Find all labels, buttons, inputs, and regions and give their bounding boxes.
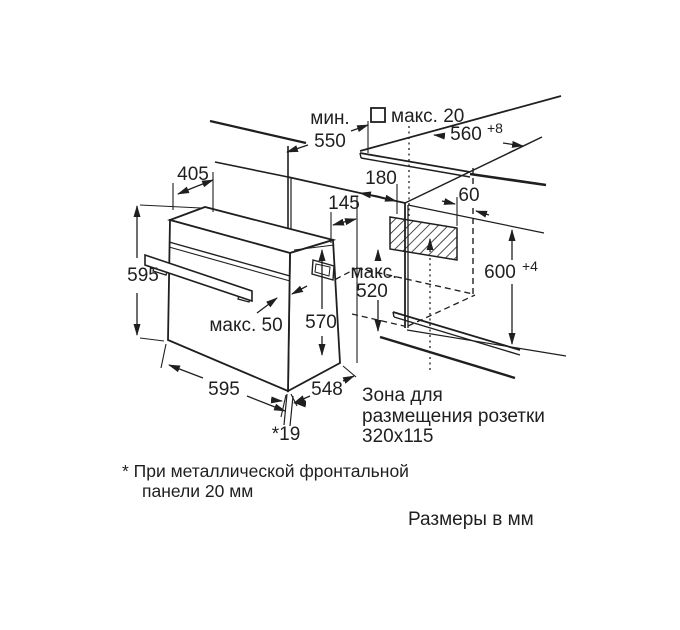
dim-145: 145 xyxy=(328,193,360,243)
dim-570: 570 xyxy=(293,244,337,356)
niche-top-extension xyxy=(407,204,545,234)
dim-405-label: 405 xyxy=(177,164,209,185)
counter-cut-edge xyxy=(359,95,562,152)
dim-405: 405 xyxy=(172,164,214,212)
shelf-front-edge-top xyxy=(392,311,521,351)
dim-60: 60 xyxy=(441,185,490,218)
oven-handle xyxy=(144,253,253,303)
dim-548: 548 xyxy=(290,365,357,407)
footnote-line-1: * При металлической фронтальной xyxy=(122,461,409,481)
units-note: Размеры в мм xyxy=(408,509,534,530)
socket-zone-text-2: размещения розетки xyxy=(362,406,545,427)
socket-zone xyxy=(389,126,458,372)
counter-front-edge-right xyxy=(469,172,547,187)
dim-max520: макс. 520 xyxy=(351,249,398,332)
dim-180: 180 xyxy=(359,168,397,202)
oven xyxy=(144,206,341,393)
dim-max520-prefix: макс. xyxy=(351,262,398,283)
dim-600-tolerance: +4 xyxy=(522,258,538,274)
dimensions: 405 595 595 548 xyxy=(127,106,538,445)
dim-max20-label: макс. 20 xyxy=(391,106,464,127)
shelf-front-edge-bottom xyxy=(393,316,521,356)
annotations: Зона для размещения розетки 320x115 * Пр… xyxy=(122,385,545,530)
dim-600: 600 +4 xyxy=(484,229,538,345)
countertop-and-cabinet xyxy=(209,95,567,380)
counter-strip-cap xyxy=(359,152,362,159)
dim-600-value: 600 xyxy=(484,262,516,283)
dim-min550-value: 550 xyxy=(314,131,346,152)
dim-560: 560 +8 xyxy=(433,120,524,148)
dim-60-label: 60 xyxy=(458,185,479,206)
dim-595h-label: 595 xyxy=(127,265,159,286)
dim-145-label: 145 xyxy=(328,193,360,214)
socket-zone-text-1: Зона для xyxy=(362,385,443,406)
oven-front-face xyxy=(167,218,291,393)
dim-548-label: 548 xyxy=(311,379,343,400)
counter-strip-top xyxy=(359,152,471,173)
counter-strip-bottom xyxy=(360,157,471,178)
dim-560-tolerance: +8 xyxy=(487,120,503,136)
socket-zone-hatch xyxy=(389,216,458,261)
shelf-edge-cap xyxy=(392,311,395,318)
counter-front-edge-left xyxy=(214,161,289,178)
square-symbol xyxy=(370,107,386,123)
dim-570-label: 570 xyxy=(305,312,337,333)
dim-180-label: 180 xyxy=(365,168,397,189)
dim-min550-prefix: мин. xyxy=(310,108,349,129)
dim-595w-label: 595 xyxy=(208,379,240,400)
dim-min550: мин. 550 xyxy=(286,108,369,153)
wall-top-edge xyxy=(209,119,307,145)
dim-max50-label: макс. 50 xyxy=(209,315,282,336)
dim-19-label: *19 xyxy=(272,424,301,445)
cabinet-bottom-front-edge xyxy=(379,335,516,380)
dim-max20: макс. 20 xyxy=(370,106,464,127)
dim-595-height: 595 xyxy=(127,204,202,342)
socket-zone-text-3: 320x115 xyxy=(362,426,434,447)
dim-max520-value: 520 xyxy=(356,281,388,302)
dim-560-value: 560 xyxy=(450,124,482,145)
cabinet-bottom-back-edge xyxy=(406,329,567,357)
dim-595-width: 595 xyxy=(160,343,287,418)
control-panel-line xyxy=(168,241,291,277)
dim-max50: макс. 50 xyxy=(209,285,308,336)
door-top-line xyxy=(168,246,291,282)
footnote-line-2: панели 20 мм xyxy=(142,481,253,501)
dim-19: *19 xyxy=(270,393,307,445)
